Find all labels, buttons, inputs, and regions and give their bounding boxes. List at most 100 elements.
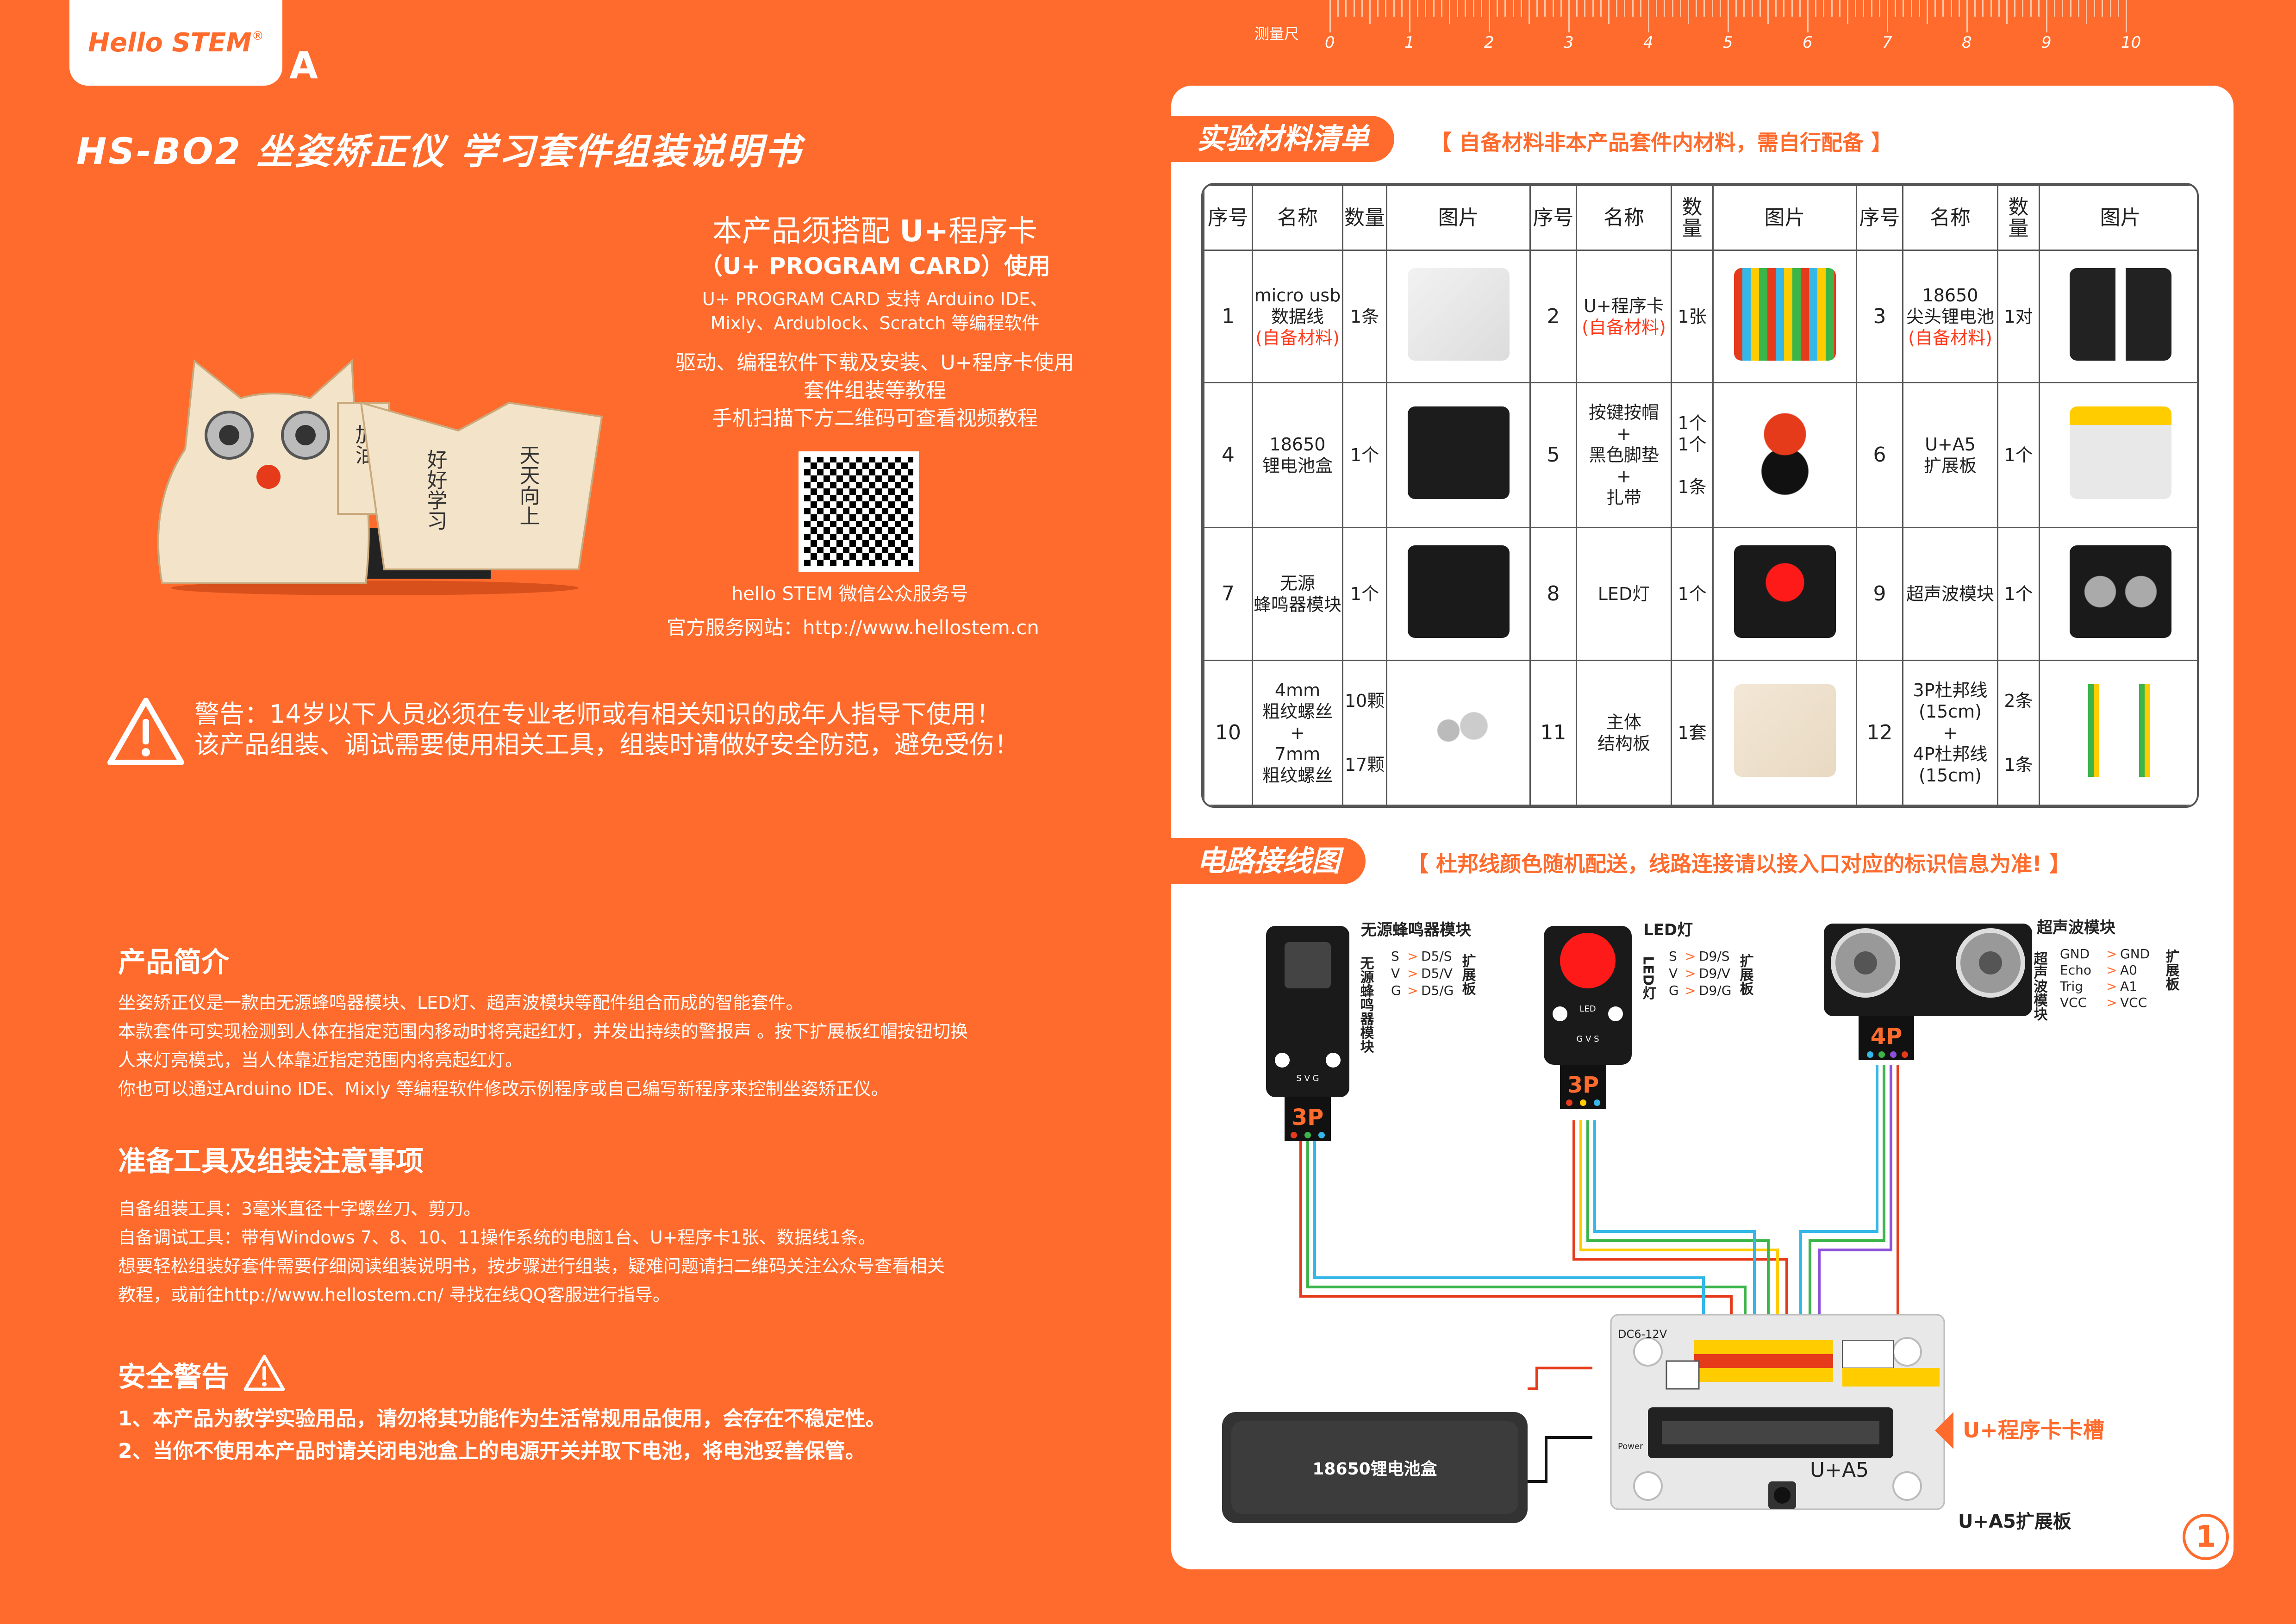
ruler-tick bbox=[1568, 0, 1570, 32]
material-name-text: 3P杜邦线 (15cm) + 4P杜邦线 (15cm) bbox=[1913, 680, 1988, 786]
ruler-number: 2 bbox=[1484, 33, 1494, 52]
header-cell: 名称 bbox=[1252, 185, 1343, 251]
header-cell: 名称 bbox=[1902, 185, 1998, 251]
material-image bbox=[1386, 382, 1531, 529]
ruler-tick bbox=[1361, 0, 1363, 17]
ruler-tick bbox=[2006, 0, 2008, 24]
svg-text:>: > bbox=[2106, 979, 2117, 994]
self-provided-note: (自备材料) bbox=[1908, 327, 1992, 348]
ultrasonic-pin: Echo bbox=[2060, 962, 2091, 978]
ultrasonic-side-label: 扩展板 bbox=[2163, 949, 2180, 991]
ruler-tick bbox=[2030, 0, 2032, 17]
ruler-tick bbox=[2086, 0, 2087, 24]
ruler-number: 3 bbox=[1564, 33, 1574, 52]
ruler-number: 7 bbox=[1882, 33, 1892, 52]
product-line: 你也可以通过Arduino IDE、Mixly 等编程软件修改示例程序或自己编写… bbox=[118, 1079, 889, 1099]
ruler-tick bbox=[2102, 0, 2103, 17]
material-number: 6 bbox=[1856, 382, 1903, 529]
material-image bbox=[2039, 659, 2197, 806]
ruler-tick bbox=[1353, 0, 1355, 17]
safety-section-title: 安全警告 bbox=[118, 1354, 285, 1395]
svg-text:S V G: S V G bbox=[1296, 1074, 1319, 1083]
led-target: D9/V bbox=[1699, 966, 1730, 981]
battery-box-label: 18650锂电池盒 bbox=[1312, 1460, 1437, 1479]
ruler-tick bbox=[2109, 0, 2111, 17]
material-quantity: 1个 bbox=[1997, 527, 2040, 661]
ruler-tick bbox=[1688, 0, 1689, 24]
tools-section-title: 准备工具及组装注意事项 bbox=[118, 1145, 424, 1178]
warning-line2: 该产品组装、调试需要使用相关工具，组装时请做好安全防范，避免受伤！ bbox=[194, 730, 1019, 759]
ruler-tick bbox=[1504, 0, 1506, 17]
ruler-tick bbox=[1847, 0, 1848, 24]
ruler-tick bbox=[1497, 0, 1498, 17]
brand-logo: Hello STEM bbox=[88, 28, 252, 58]
ultrasonic-title: 超声波模块 bbox=[2037, 918, 2115, 937]
ruler-tick bbox=[1998, 0, 2000, 17]
warning-line1: 警告：14岁以下人员必须在专业老师或有相关知识的成年人指导下使用！ bbox=[194, 700, 1001, 729]
material-image bbox=[1712, 659, 1857, 806]
buzzer-title: 无源蜂鸣器模块 bbox=[1361, 921, 1471, 939]
ruler-tick bbox=[1791, 0, 1793, 17]
ruler-tick bbox=[1767, 0, 1769, 24]
header-cell: 数量 bbox=[1342, 185, 1387, 251]
ruler-tick bbox=[1696, 0, 1697, 17]
ruler-tick bbox=[1974, 0, 1976, 17]
svg-text:>: > bbox=[1407, 949, 1418, 964]
material-quantity: 1对 bbox=[1997, 249, 2040, 384]
registered-icon: ® bbox=[251, 29, 264, 43]
material-quantity: 1个 bbox=[1342, 382, 1387, 529]
ruler-tick bbox=[1672, 0, 1673, 17]
ultrasonic-target: A0 bbox=[2120, 962, 2137, 978]
cat-sign-mid: 好好学习 bbox=[424, 449, 447, 531]
ruler-tick bbox=[1409, 0, 1410, 32]
buzzer-side-label: 扩展板 bbox=[1460, 954, 1476, 996]
ruler-tick bbox=[1703, 0, 1705, 17]
ruler-tick bbox=[1950, 0, 1952, 17]
header-cell: 名称 bbox=[1576, 185, 1672, 251]
screws-icon bbox=[1407, 684, 1510, 777]
product-line: 人来灯亮模式，当人体靠近指定范围内将亮起红灯。 bbox=[118, 1050, 523, 1070]
ruler-tick bbox=[1966, 0, 1968, 32]
ruler-tick bbox=[1871, 0, 1872, 17]
material-quantity: 1个 bbox=[1671, 527, 1714, 661]
ruler-tick bbox=[1449, 0, 1450, 24]
website-link[interactable]: 官方服务网站：http://www.hellostem.cn bbox=[667, 616, 1039, 639]
material-quantity: 2条 1条 bbox=[1997, 659, 2040, 806]
ruler-tick bbox=[1489, 0, 1490, 32]
ruler-tick bbox=[2078, 0, 2079, 17]
svg-text:>: > bbox=[1407, 966, 1418, 981]
material-image bbox=[1386, 527, 1531, 661]
ultrasonic-pin: Trig bbox=[2059, 979, 2083, 994]
svg-text:>: > bbox=[1407, 983, 1418, 998]
ruler-tick bbox=[1783, 0, 1785, 17]
ruler-tick bbox=[1903, 0, 1904, 17]
material-name: 18650 尖头锂电池(自备材料) bbox=[1902, 249, 1998, 384]
qr-code[interactable] bbox=[799, 451, 919, 572]
ruler-tick bbox=[1632, 0, 1634, 17]
ruler-number: 0 bbox=[1325, 33, 1335, 52]
material-name-text: 超声波模块 bbox=[1906, 584, 1994, 605]
tools-line: 想要轻松组装好套件需要仔细阅读组装说明书，按步骤进行组装，疑难问题请扫二维码关注… bbox=[118, 1256, 945, 1276]
material-number: 8 bbox=[1529, 527, 1577, 661]
material-name-text: 4mm 粗纹螺丝 + 7mm 粗纹螺丝 bbox=[1262, 680, 1333, 786]
ruler-tick bbox=[1839, 0, 1841, 17]
material-name: 按键按帽 + 黑色脚垫 + 扎带 bbox=[1576, 382, 1672, 529]
ruler-number: 9 bbox=[2041, 33, 2052, 52]
header-cell: 图片 bbox=[1712, 185, 1857, 251]
ruler-tick bbox=[1719, 0, 1721, 17]
ruler-tick bbox=[1616, 0, 1618, 17]
ruler-tick bbox=[1664, 0, 1666, 17]
ruler-tick bbox=[1743, 0, 1745, 17]
self-provided-note: (自备材料) bbox=[1582, 317, 1666, 337]
material-image bbox=[2039, 382, 2197, 529]
material-name-text: LED灯 bbox=[1597, 584, 1650, 605]
material-name-text: 主体 结构板 bbox=[1597, 712, 1650, 754]
dc-label: DC6-12V bbox=[1618, 1328, 1667, 1341]
battery-box-icon bbox=[1407, 406, 1510, 500]
led-badge: 3P bbox=[1567, 1072, 1599, 1098]
ruler-tick bbox=[2014, 0, 2016, 17]
material-number: 9 bbox=[1856, 527, 1903, 661]
